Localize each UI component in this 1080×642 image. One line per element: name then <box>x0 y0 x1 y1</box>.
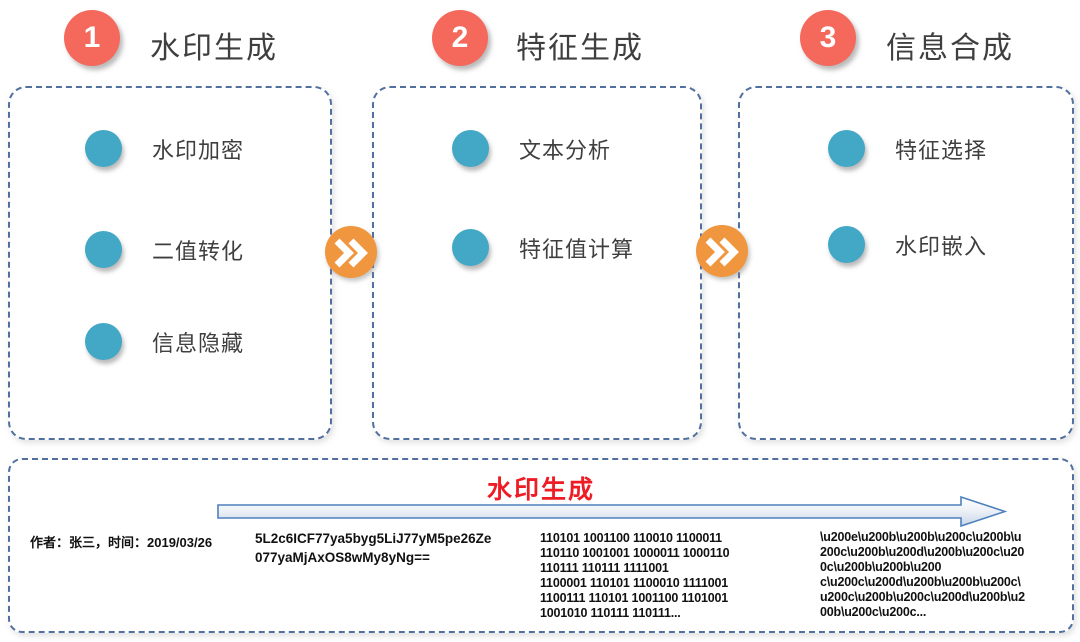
step-2-number-badge: 2 <box>432 10 488 66</box>
bullet-dot-icon <box>85 130 122 167</box>
step-3-item-row: 特征选择 <box>828 130 987 167</box>
step-3-item-row: 水印嵌入 <box>828 226 987 263</box>
step-2-item-label: 特征值计算 <box>519 236 635 262</box>
step-1-panel: 水印加密 二值转化 信息隐藏 <box>8 86 332 440</box>
step-2-item-row: 特征值计算 <box>452 229 634 266</box>
bullet-dot-icon <box>452 130 489 167</box>
base64-encoded-text: 5L2c6ICF77ya5byg5LiJ77yM5pe26Ze 077yaMjA… <box>255 531 492 565</box>
step-3-number-badge: 3 <box>800 10 856 66</box>
step-2-item-row: 文本分析 <box>452 130 611 167</box>
unicode-escape-text: \u200e\u200b\u200b\u200c\u200b\u 200c\u2… <box>820 530 1025 619</box>
step-1-item-row: 信息隐藏 <box>85 323 244 360</box>
bullet-dot-icon <box>85 231 122 268</box>
step-2-item-label: 文本分析 <box>519 137 612 163</box>
step-1-number-badge: 1 <box>64 10 120 66</box>
double-chevron-right-icon <box>334 238 368 268</box>
step-2-title: 特征生成 <box>516 32 644 65</box>
author-time-text: 作者：张三，时间：2019/03/26 <box>30 535 213 550</box>
step-1-item-label: 二值转化 <box>152 238 245 264</box>
bullet-dot-icon <box>828 226 865 263</box>
step-2-panel: 文本分析 特征值计算 <box>372 86 702 440</box>
double-chevron-right-icon <box>705 237 739 267</box>
bullet-dot-icon <box>452 229 489 266</box>
connector-1 <box>325 226 377 278</box>
process-arrow <box>217 496 1007 528</box>
step-1-item-row: 水印加密 <box>85 130 244 167</box>
detail-panel-title: 水印生成 <box>486 476 595 504</box>
step-3-title: 信息合成 <box>886 32 1014 65</box>
step-1-item-row: 二值转化 <box>85 231 244 268</box>
step-3-item-label: 水印嵌入 <box>895 233 988 259</box>
bullet-dot-icon <box>828 130 865 167</box>
step-3-item-label: 特征选择 <box>895 137 988 163</box>
step-3-panel: 特征选择 水印嵌入 <box>738 86 1074 440</box>
step-1-title: 水印生成 <box>150 32 278 65</box>
step-1-item-label: 水印加密 <box>152 137 245 163</box>
watermark-detail-panel: 水印生成 作者：张三，时间：2019/03/26 5L2c6ICF77ya5by… <box>8 458 1074 633</box>
step-1-item-label: 信息隐藏 <box>152 330 245 356</box>
binary-encoded-text: 110101 1001100 110010 1100011 110110 100… <box>540 531 730 620</box>
connector-2 <box>696 225 748 277</box>
bullet-dot-icon <box>85 323 122 360</box>
